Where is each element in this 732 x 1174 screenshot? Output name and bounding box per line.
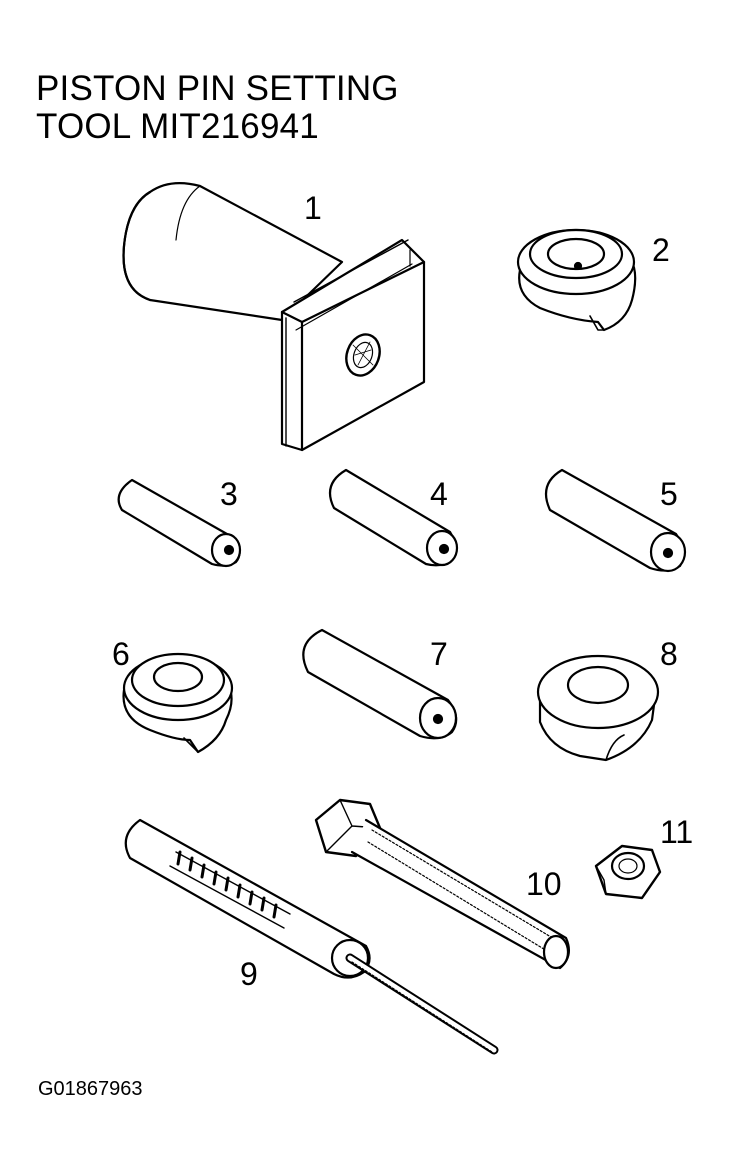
part-5-pin xyxy=(544,468,687,573)
part-4-pin xyxy=(328,468,459,567)
part-label-7: 7 xyxy=(430,636,448,672)
part-10-bolt xyxy=(314,798,571,970)
title-line-2: TOOL MIT216941 xyxy=(36,107,319,146)
part-label-8: 8 xyxy=(660,636,678,672)
part-label-3: 3 xyxy=(220,476,238,512)
part-label-4: 4 xyxy=(430,476,448,512)
part-1-guide-block xyxy=(122,181,426,452)
part-11-nut xyxy=(594,844,662,900)
part-label-11: 11 xyxy=(660,814,694,850)
part-8-base xyxy=(536,654,660,762)
part-3-pin xyxy=(117,478,242,568)
title-line-1: PISTON PIN SETTING xyxy=(36,69,399,108)
part-label-2: 2 xyxy=(652,232,670,268)
part-9-push-rod xyxy=(124,818,499,1055)
part-7-pin xyxy=(302,628,458,740)
part-label-10: 10 xyxy=(526,866,562,902)
part-2-adapter xyxy=(516,228,637,332)
part-label-5: 5 xyxy=(660,476,678,512)
diagram-title: PISTON PIN SETTING TOOL MIT216941 xyxy=(36,70,399,146)
part-label-9: 9 xyxy=(240,956,258,992)
figure-code: G01867963 xyxy=(38,1078,143,1100)
part-6-adapter xyxy=(122,652,234,754)
part-label-6: 6 xyxy=(112,636,130,672)
part-label-1: 1 xyxy=(304,190,322,226)
